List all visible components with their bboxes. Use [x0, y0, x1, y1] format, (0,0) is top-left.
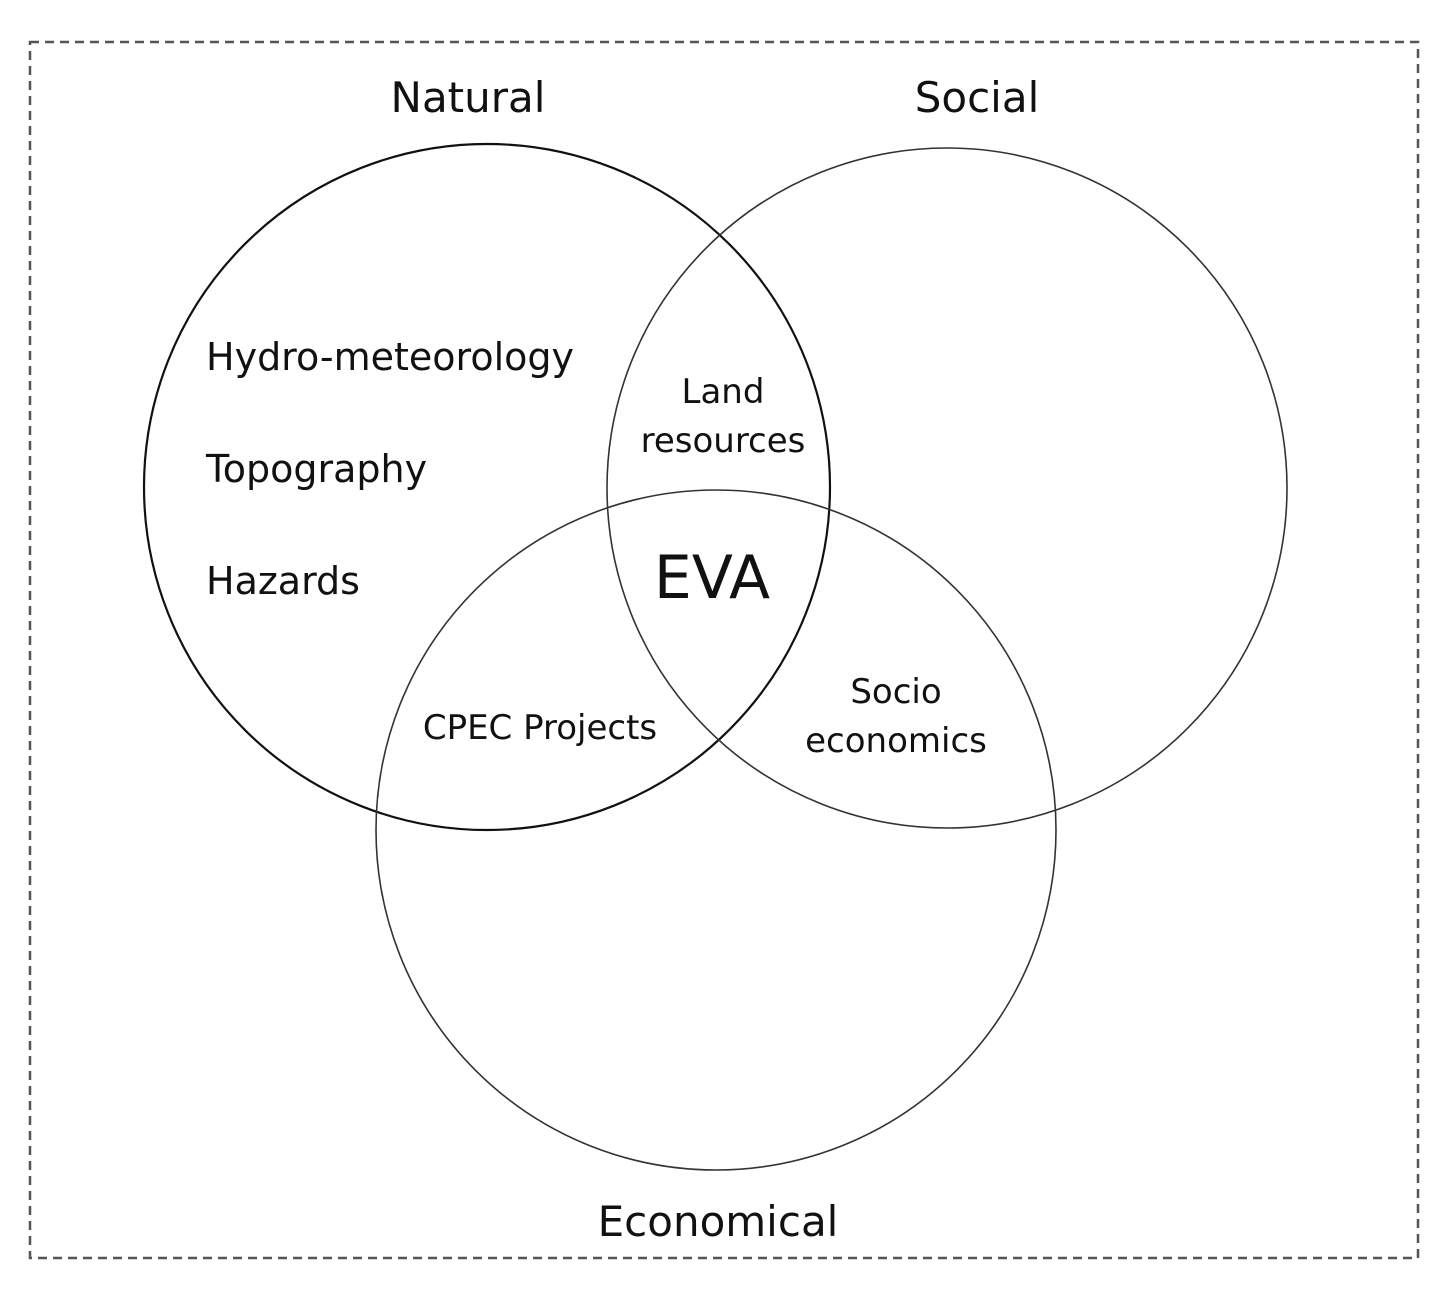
cpec-projects-label: CPEC Projects [423, 708, 657, 748]
socio-economics-line-2: economics [805, 721, 987, 761]
land-resources-line-2: resources [641, 421, 806, 461]
title-economical: Economical [598, 1197, 839, 1246]
title-natural: Natural [391, 73, 546, 122]
land-resources-line-1: Land [682, 372, 765, 412]
socio-economics-line-1: Socio [850, 672, 941, 712]
natural-item-topography: Topography [205, 447, 427, 491]
natural-item-hydro-meteorology: Hydro-meteorology [206, 335, 574, 379]
circle-social [606, 147, 1288, 829]
circle-economical [375, 489, 1057, 1171]
natural-item-hazards: Hazards [206, 559, 360, 603]
eva-center-label: EVA [654, 543, 770, 613]
title-social: Social [915, 73, 1040, 122]
dashed-frame [28, 40, 1420, 1260]
circle-natural [142, 142, 832, 832]
